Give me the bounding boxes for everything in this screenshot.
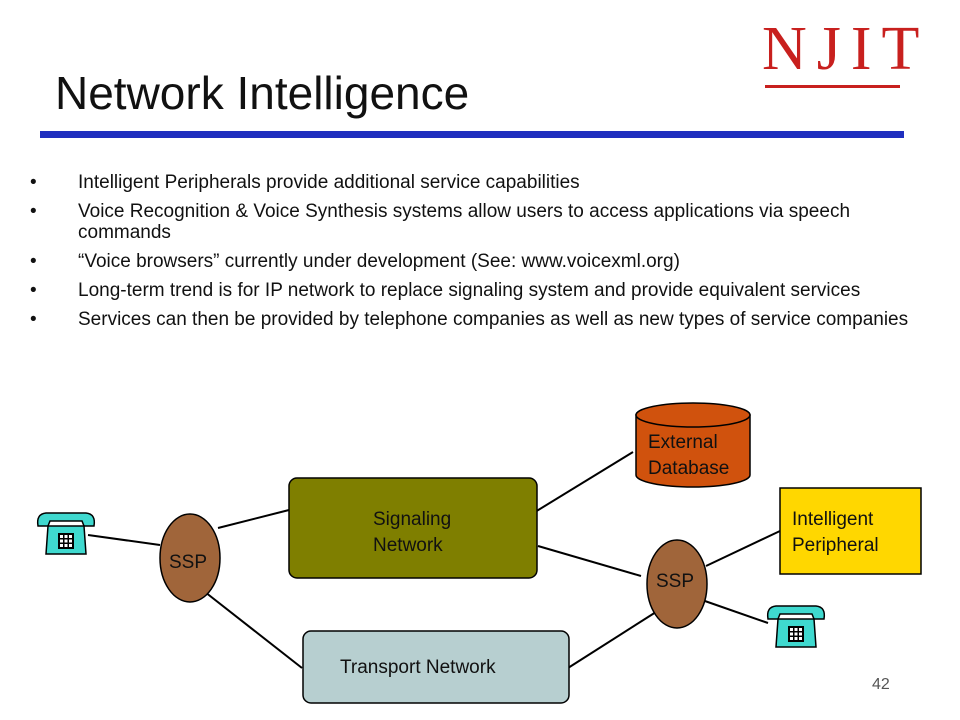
- logo-text: NJIT: [762, 15, 930, 83]
- title-underline: [40, 131, 904, 138]
- bullet-marker: •: [30, 172, 37, 193]
- intelligent-peripheral-box: [779, 487, 922, 575]
- ssp-left-to-signaling-line: [217, 509, 290, 529]
- intelligent-peripheral-label: Intelligent Peripheral: [792, 507, 879, 559]
- ssp-right-label: SSP: [656, 571, 695, 592]
- external-database-label: External Database: [648, 430, 729, 482]
- slide-title: Network Intelligence: [55, 67, 470, 119]
- signaling-network-line1: Signaling: [373, 509, 452, 530]
- transport-network-box: [302, 630, 570, 704]
- external-database-line2: Database: [648, 458, 730, 479]
- bullet-item: • Services can then be provided by teleph…: [30, 309, 910, 330]
- intelligent-peripheral-line2: Peripheral: [792, 535, 879, 556]
- bullet-text: “Voice browsers” currently under develop…: [78, 251, 680, 272]
- ssp-right-node: [646, 539, 708, 629]
- ssp-left-to-transport-line: [204, 591, 303, 669]
- bullet-marker: •: [30, 309, 37, 330]
- phone-left-to-ssp-line: [87, 534, 161, 546]
- external-database-cylinder: [635, 402, 751, 488]
- external-database-line1: External: [648, 432, 718, 453]
- bullet-text: Services can then be provided by telepho…: [78, 309, 909, 330]
- signaling-to-ssp-right-line: [537, 545, 642, 577]
- signaling-network-box: [288, 477, 538, 579]
- ssp-right-to-phone-line: [701, 599, 769, 624]
- signaling-to-database-line: [534, 451, 634, 513]
- bullet-text: Long-term trend is for IP network to rep…: [78, 280, 861, 301]
- telephone-right-icon: [766, 605, 826, 648]
- bullet-marker: •: [30, 280, 37, 301]
- bullet-text: Intelligent Peripherals provide addition…: [78, 172, 580, 193]
- bullet-text: Voice Recognition & Voice Synthesis syst…: [78, 201, 851, 243]
- bullet-item: • Long-term trend is for IP network to re…: [30, 280, 910, 301]
- ssp-right-to-peripheral-line: [705, 530, 781, 567]
- logo-underline: [765, 85, 900, 88]
- transport-to-ssp-right-line: [567, 611, 657, 669]
- signaling-network-label: Signaling Network: [373, 507, 451, 559]
- bullet-item: • Voice Recognition & Voice Synthesis sys…: [30, 201, 910, 243]
- ssp-left-node: [159, 513, 221, 603]
- signaling-network-line2: Network: [373, 535, 443, 556]
- transport-network-label: Transport Network: [340, 657, 496, 678]
- bullet-marker: •: [30, 251, 37, 272]
- bullet-item: • Intelligent Peripherals provide additio…: [30, 172, 910, 193]
- bullet-list: • Intelligent Peripherals provide additio…: [30, 172, 910, 338]
- bullet-marker: •: [30, 201, 37, 222]
- ssp-left-label: SSP: [169, 552, 208, 573]
- intelligent-peripheral-line1: Intelligent: [792, 509, 874, 530]
- bullet-item: • “Voice browsers” currently under develo…: [30, 251, 910, 272]
- page-number: 42: [872, 676, 890, 693]
- telephone-left-icon: [36, 512, 96, 555]
